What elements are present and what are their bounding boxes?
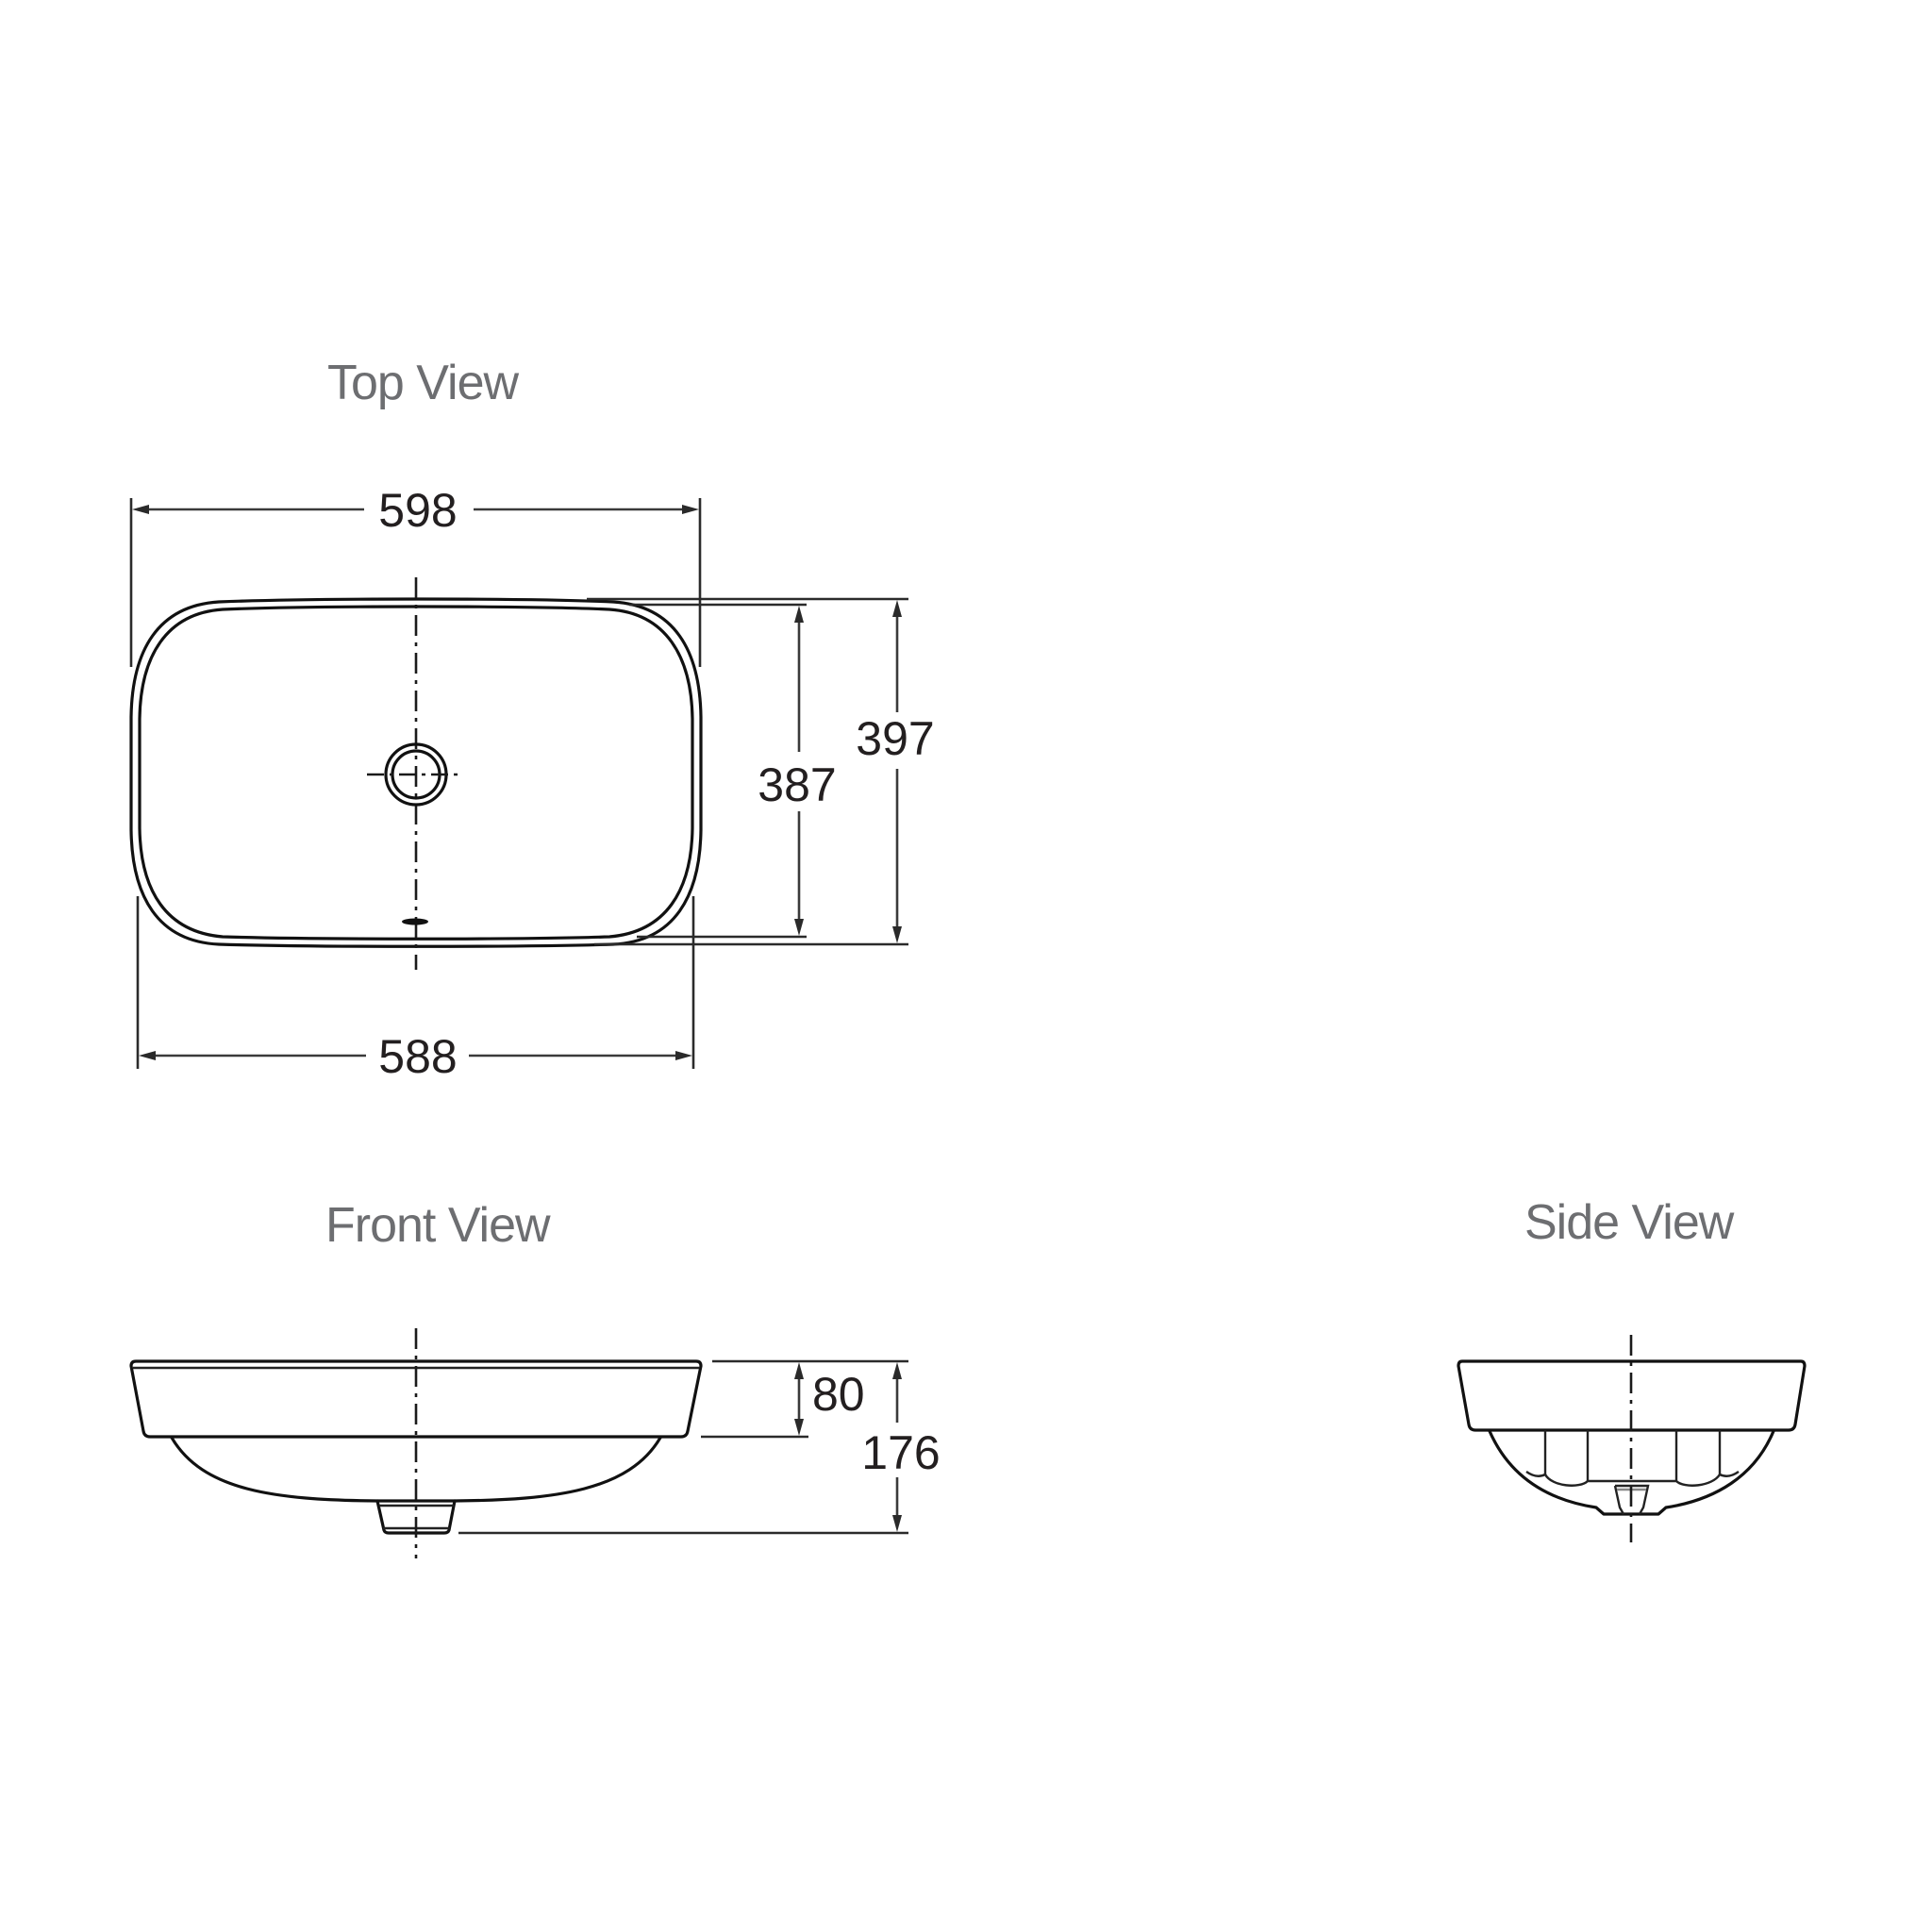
dimension-label-397: 397 — [856, 712, 934, 765]
overflow-slot-icon — [402, 918, 428, 925]
dimension-overall-depth: 397 — [856, 600, 935, 943]
basin-inner-rim — [138, 605, 694, 941]
front-bowl — [170, 1436, 662, 1503]
side-view: Side View — [1457, 1195, 1807, 1542]
arrowhead-right-icon — [675, 1051, 692, 1060]
arrowhead-up-icon — [892, 1362, 902, 1379]
arrowhead-up-icon — [892, 600, 902, 617]
top-view-title: Top View — [327, 356, 520, 410]
front-view-title: Front View — [325, 1198, 551, 1253]
dimension-label-80: 80 — [812, 1368, 865, 1421]
arrowhead-up-icon — [794, 606, 804, 623]
dimension-label-176: 176 — [861, 1426, 940, 1479]
dimension-label-598: 598 — [378, 484, 457, 537]
dimension-rim-height: 80 — [794, 1362, 865, 1436]
arrowhead-down-icon — [892, 926, 902, 943]
front-basin-body — [129, 1359, 703, 1439]
dimension-overall-width: 598 — [129, 484, 702, 667]
side-bowl-inner — [1525, 1471, 1740, 1487]
drain-hole — [367, 742, 460, 807]
dimension-label-588: 588 — [378, 1030, 457, 1083]
dimension-inner-depth: 387 — [758, 606, 837, 936]
arrowhead-up-icon — [794, 1362, 804, 1379]
side-basin-body — [1457, 1359, 1807, 1432]
front-view: Front View 80 176 — [129, 1198, 941, 1558]
dimension-base-width: 588 — [136, 896, 695, 1083]
dimension-overall-height: 176 — [861, 1362, 941, 1532]
arrowhead-down-icon — [892, 1515, 902, 1532]
arrowhead-right-icon — [682, 505, 699, 514]
side-view-title: Side View — [1524, 1195, 1735, 1250]
arrowhead-left-icon — [132, 505, 149, 514]
top-view: Top View 598 — [129, 356, 935, 1083]
arrowhead-down-icon — [794, 919, 804, 936]
arrowhead-down-icon — [794, 1419, 804, 1436]
dimension-label-387: 387 — [758, 758, 836, 811]
arrowhead-left-icon — [139, 1051, 156, 1060]
